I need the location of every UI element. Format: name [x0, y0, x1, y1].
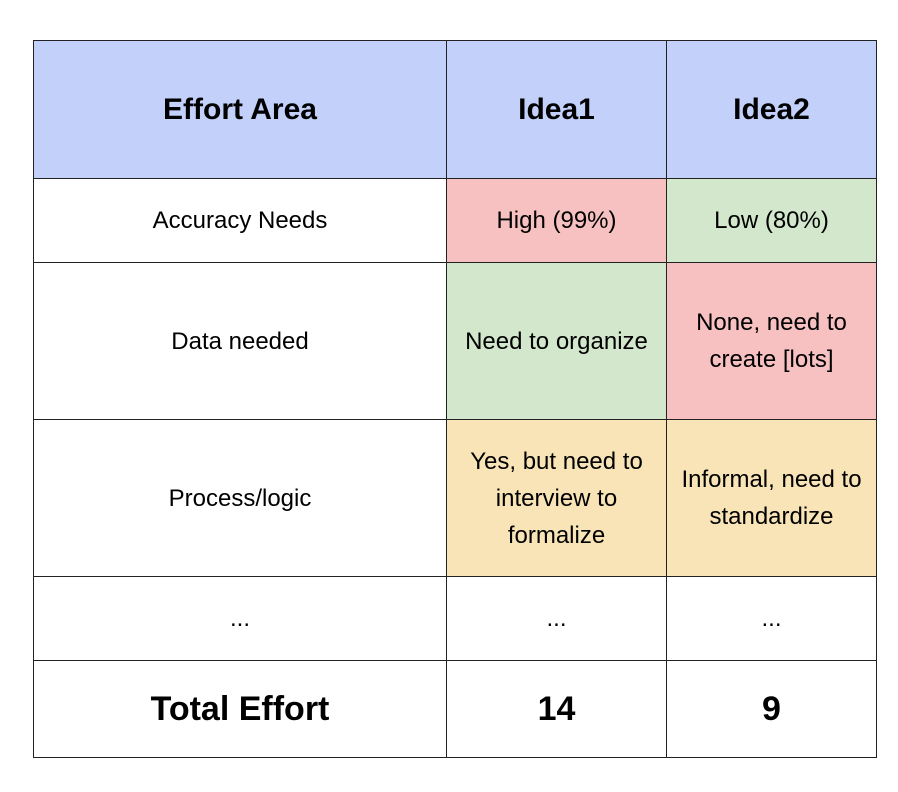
row-label-accuracy-needs: Accuracy Needs — [33, 178, 447, 263]
cell-text: ... — [546, 605, 567, 632]
idea2-cell: Informal, need to standardize — [666, 419, 877, 577]
cell-text: Need to organize — [465, 327, 648, 355]
idea1-cell: ... — [446, 576, 667, 661]
idea1-cell: Need to organize — [446, 262, 667, 420]
header-idea1: Idea1 — [446, 40, 667, 179]
total-row: Total Effort 14 9 — [33, 660, 877, 758]
row-label-text: ... — [229, 605, 250, 632]
cell-text: Low (80%) — [714, 207, 829, 234]
cell-text: High (99%) — [496, 207, 617, 234]
row-label-data-needed: Data needed — [33, 262, 447, 420]
table-row: Accuracy Needs High (99%) Low (80%) — [33, 178, 877, 263]
idea2-cell: Low (80%) — [666, 178, 877, 263]
idea2-cell: None, need to create [lots] — [666, 262, 877, 420]
cell-text: None, need to create [lots] — [696, 309, 847, 373]
total-idea2: 9 — [666, 660, 877, 758]
header-idea2: Idea2 — [666, 40, 877, 179]
row-label-text: Data needed — [171, 327, 309, 355]
header-row: Effort Area Idea1 Idea2 — [33, 40, 877, 179]
table-row: ... ... ... — [33, 576, 877, 661]
table-row: Data needed Need to organize None, need … — [33, 262, 877, 420]
idea1-cell: Yes, but need to interview to formalize — [446, 419, 667, 577]
cell-text: Informal, need to standardize — [681, 466, 862, 530]
row-label-ellipsis: ... — [33, 576, 447, 661]
row-label-text: Accuracy Needs — [152, 207, 328, 234]
effort-comparison-table: Effort Area Idea1 Idea2 Accuracy Needs H… — [33, 40, 877, 758]
cell-text: ... — [761, 605, 782, 632]
header-effort-area: Effort Area — [33, 40, 447, 179]
total-idea1: 14 — [446, 660, 667, 758]
table-row: Process/logic Yes, but need to interview… — [33, 419, 877, 577]
idea1-cell: High (99%) — [446, 178, 667, 263]
idea2-cell: ... — [666, 576, 877, 661]
total-effort-label: Total Effort — [33, 660, 447, 758]
row-label-text: Process/logic — [168, 484, 312, 512]
cell-text: Yes, but need to interview to formalize — [470, 447, 643, 549]
row-label-process-logic: Process/logic — [33, 419, 447, 577]
